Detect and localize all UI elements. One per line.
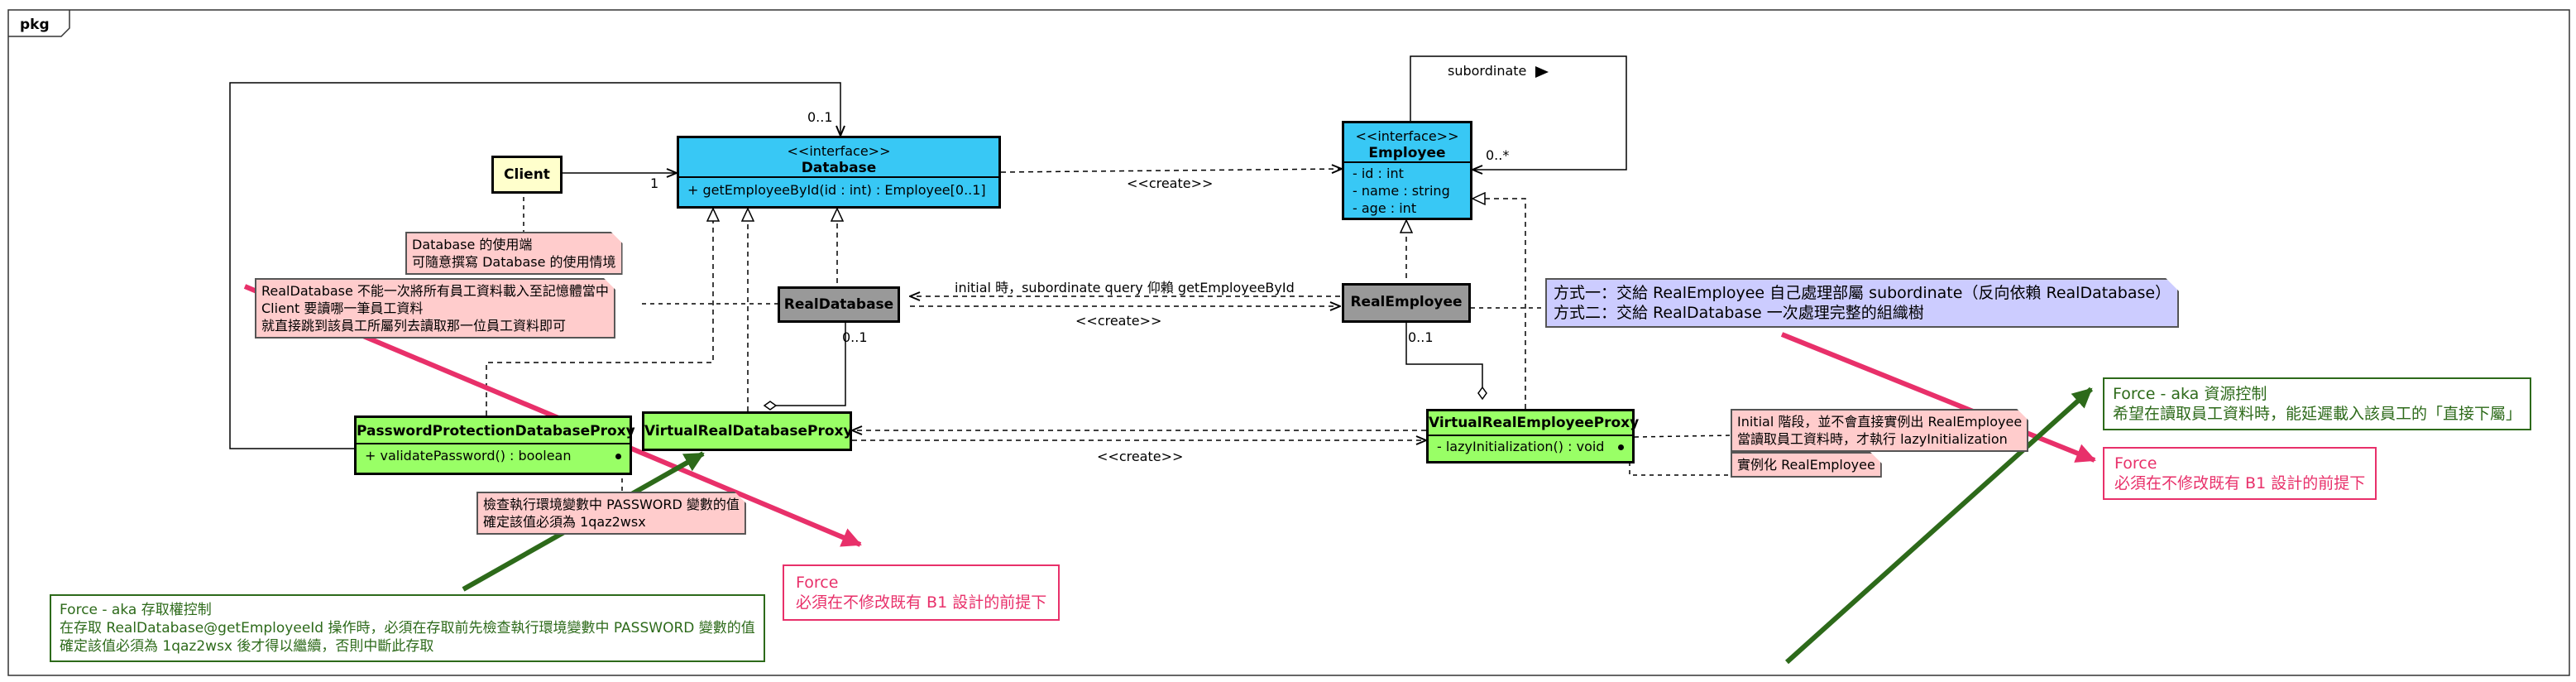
- virtual-emp-proxy-operation: - lazyInitialization() : void: [1437, 439, 1605, 454]
- force-resource-control: Force - aka 資源控制 希望在讀取員工資料時，能延遲載入該員工的「直接…: [2103, 377, 2532, 430]
- force-no-modify-1: Force 必須在不修改既有 B1 設計的前提下: [783, 564, 1061, 621]
- force-line: 在存取 RealDatabase@getEmployeeId 操作時，必須在存取…: [60, 620, 755, 636]
- note-line: 方式一：交給 RealEmployee 自己處理部屬 subordinate（反…: [1554, 284, 2171, 302]
- force-line: 確定該值必須為 1qaz2wsx 後才得以繼續，否則中斷此存取: [60, 638, 434, 655]
- password-check-note: 檢查執行環境變數中 PASSWORD 變數的值 確定該值必須為 1qaz2wsx: [476, 492, 746, 535]
- note-line: 可隨意撰寫 Database 的使用情境: [412, 254, 616, 270]
- virtual-emp-proxy-class[interactable]: VirtualRealEmployeeProxy - lazyInitializ…: [1426, 409, 1640, 463]
- package-label: pkg: [20, 17, 50, 33]
- force-pink-arrow-2: [1780, 332, 2096, 463]
- force-title: Force: [796, 574, 839, 592]
- mult-emp-self-label: 0..*: [1486, 147, 1510, 163]
- force-green-arrow-2: [1784, 387, 2094, 665]
- mult-realdb-label: 0..1: [842, 329, 868, 345]
- password-proxy-database-association: [229, 82, 840, 449]
- employee-attr-name: - name : string: [1353, 183, 1450, 199]
- force-line: 必須在不修改既有 B1 設計的前提下: [2114, 474, 2366, 492]
- instantiate-note: 實例化 RealEmployee: [1731, 452, 1882, 478]
- virtual-db-proxy-class[interactable]: VirtualRealDatabaseProxy: [642, 411, 853, 451]
- note-line: 當讀取員工資料時，才執行 lazyInitialization: [1737, 431, 2008, 447]
- real-employee-class[interactable]: RealEmployee: [1342, 283, 1471, 323]
- subordinate-label: subordinate: [1448, 63, 1527, 79]
- note-line: 檢查執行環境變數中 PASSWORD 變數的值: [483, 497, 740, 512]
- force-title: Force - aka 資源控制: [2113, 385, 2267, 403]
- employee-attr-age: - age : int: [1353, 200, 1417, 216]
- package-frame: [7, 9, 2570, 676]
- note-line: Initial 階段，並不會直接實例出 RealEmployee: [1737, 414, 2023, 430]
- employee-interface[interactable]: <<interface>> Employee - id : int - name…: [1342, 121, 1472, 220]
- operation-dot-icon: [1618, 444, 1624, 450]
- initial-query-label: initial 時，subordinate query 仰賴 getEmploy…: [955, 280, 1295, 295]
- note-line: 就直接跳到該員工所屬列去讀取那一位員工資料即可: [261, 318, 567, 334]
- note-line: Database 的使用端: [412, 237, 533, 252]
- mult-realemp-label: 0..1: [1408, 329, 1434, 345]
- virtual-emp-proxy-aggregation: [1405, 323, 1482, 399]
- virtual-emp-proxy-name: VirtualRealEmployeeProxy: [1429, 415, 1640, 431]
- mult-client-label: 1: [650, 175, 659, 191]
- create-real-label: <<create>>: [1075, 313, 1162, 329]
- subordinate-direction-icon: [1535, 66, 1549, 78]
- force-line: 希望在讀取員工資料時，能延遲載入該員工的「直接下屬」: [2113, 405, 2522, 423]
- employee-name: Employee: [1368, 145, 1446, 161]
- create-proxy-label: <<create>>: [1097, 449, 1184, 464]
- force-line: 必須在不修改既有 B1 設計的前提下: [796, 593, 1047, 612]
- password-proxy-class[interactable]: PasswordProtectionDatabaseProxy + valida…: [354, 415, 635, 475]
- database-name: Database: [801, 160, 877, 176]
- client-usage-note: Database 的使用端 可隨意撰寫 Database 的使用情境: [405, 232, 623, 275]
- package-tab: [8, 10, 70, 37]
- realdb-constraint-note: RealDatabase 不能一次將所有員工資料載入至記憶體當中 Client …: [255, 278, 615, 339]
- mult-db-top-label: 0..1: [807, 109, 833, 125]
- note-line: 確定該值必須為 1qaz2wsx: [483, 514, 646, 530]
- operation-dot-icon: [615, 453, 621, 459]
- force-access-control: Force - aka 存取權控制 在存取 RealDatabase@getEm…: [50, 594, 765, 662]
- virtual-db-proxy-name: VirtualRealDatabaseProxy: [644, 423, 853, 439]
- create-db-emp-label: <<create>>: [1127, 175, 1214, 191]
- password-proxy-realization: [486, 209, 713, 415]
- note-line: Client 要讀哪一筆員工資料: [261, 300, 424, 316]
- database-stereotype: <<interface>>: [787, 143, 891, 159]
- note-line: 方式二：交給 RealDatabase 一次處理完整的組織樹: [1554, 304, 1924, 322]
- init-note-anchor: [1634, 435, 1731, 438]
- design-options-note: 方式一：交給 RealEmployee 自己處理部屬 subordinate（反…: [1545, 278, 2179, 328]
- employee-stereotype: <<interface>>: [1355, 128, 1459, 144]
- employee-attr-id: - id : int: [1353, 166, 1404, 181]
- database-operation: + getEmployeeById(id : int) : Employee[0…: [687, 182, 986, 198]
- virtual-db-proxy-aggregation: [764, 321, 846, 406]
- password-proxy-operation: + validatePassword() : boolean: [365, 448, 572, 463]
- employee-subordinate-association: [1410, 55, 1627, 170]
- database-employee-create: [1000, 169, 1342, 172]
- note-line: RealDatabase 不能一次將所有員工資料載入至記憶體當中: [261, 283, 609, 299]
- force-title: Force: [2114, 454, 2157, 473]
- real-database-name: RealDatabase: [783, 296, 894, 313]
- database-interface[interactable]: <<interface>> Database + getEmployeeById…: [677, 136, 1001, 209]
- client-class-name: Client: [504, 166, 550, 183]
- instantiate-note-anchor: [1629, 454, 1731, 476]
- virtual-emp-proxy-realization: [1472, 199, 1526, 409]
- real-employee-name: RealEmployee: [1350, 294, 1463, 310]
- force-no-modify-2: Force 必須在不修改既有 B1 設計的前提下: [2103, 447, 2377, 500]
- lazy-init-note: Initial 階段，並不會直接實例出 RealEmployee 當讀取員工資料…: [1731, 409, 2028, 452]
- client-class[interactable]: Client: [491, 156, 563, 194]
- real-database-class[interactable]: RealDatabase: [778, 286, 900, 323]
- note-line: 實例化 RealEmployee: [1737, 457, 1875, 473]
- password-proxy-name: PasswordProtectionDatabaseProxy: [357, 423, 635, 439]
- force-title: Force - aka 存取權控制: [60, 602, 212, 618]
